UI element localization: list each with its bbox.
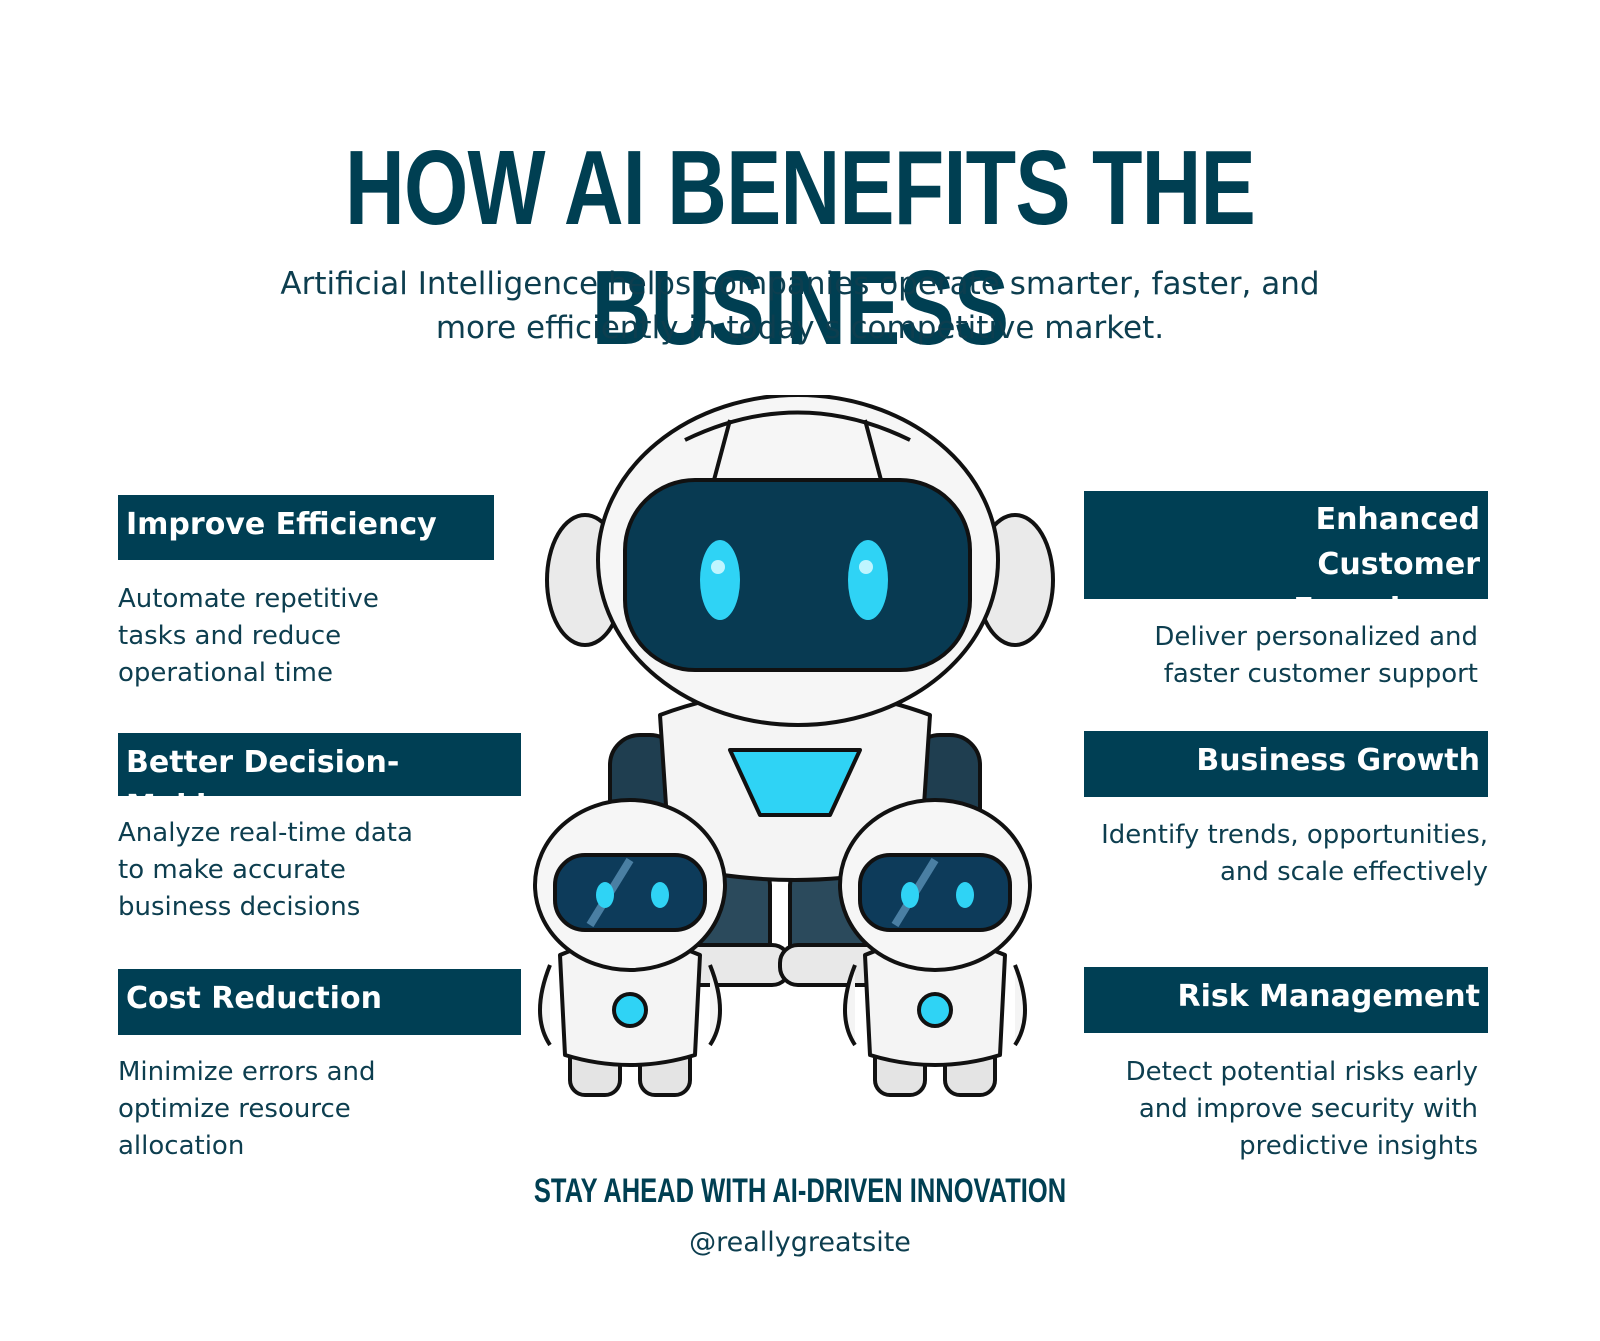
body-improve-efficiency: Automate repetitive tasks and reduce ope… [118,584,379,688]
heading-improve-efficiency: Improve Efficiency [118,495,494,560]
body-risk-management: Detect potential risks early and improve… [1125,1057,1478,1161]
body-cost-reduction: Minimize errors and optimize resource al… [118,1057,376,1161]
robot-family-icon [533,395,1055,1097]
tagline: STAY AHEAD WITH AI-DRIVEN INNOVATION [533,1172,1067,1210]
heading-enhanced-customer-experience: Enhanced Customer Experience [1084,491,1488,627]
body-business-growth: Identify trends, opportunities, and scal… [1101,820,1488,887]
body-enhanced-customer-experience: Deliver personalized and faster customer… [1154,622,1478,689]
heading-cost-reduction: Cost Reduction [118,969,521,1035]
heading-business-growth: Business Growth [1084,731,1488,797]
page-title: HOW AI BENEFITS THE BUSINESS [345,129,1256,367]
heading-risk-management: Risk Management [1084,967,1488,1033]
heading-better-decision-making: Better Decision-Making [118,733,521,824]
page-subtitle: Artificial Intelligence helps companies … [280,266,1320,346]
body-better-decision-making: Analyze real-time data to make accurate … [118,818,413,922]
social-handle: @reallygreatsite [689,1227,911,1258]
